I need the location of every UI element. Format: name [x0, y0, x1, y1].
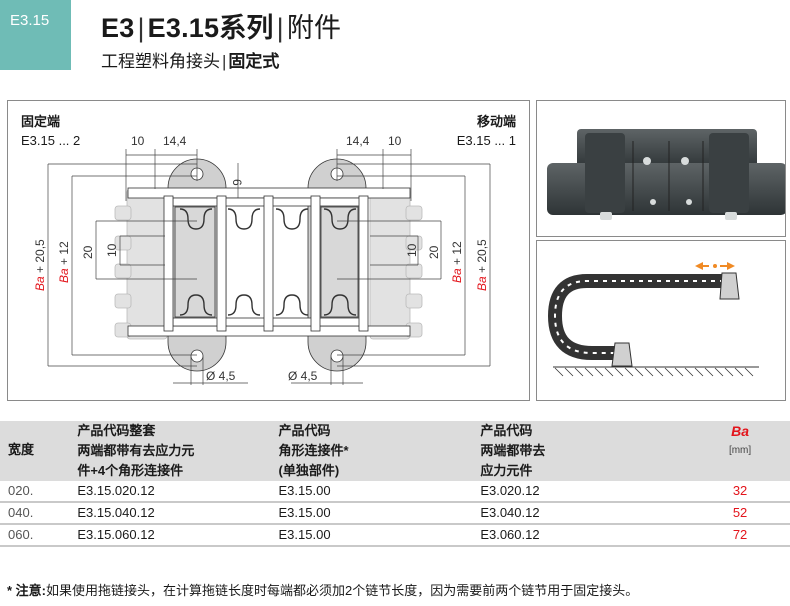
footnote-text: 如果使用拖链接头，在计算拖链长度时每端都必须加2个链节长度，因为需要前两个链节用… [46, 583, 639, 598]
header-connector: 产品代码 角形连接件* (单独部件) [278, 421, 481, 481]
cell-ba: 72 [690, 524, 790, 547]
inner-panels [174, 206, 359, 318]
moving-end-block [719, 272, 740, 300]
section-tab: E3.15 [0, 0, 71, 70]
side-plates [163, 195, 369, 332]
clamp-profiles [179, 208, 357, 316]
cell-width: 040. [0, 502, 78, 525]
header-line: 件+4个角形连接件 [77, 463, 184, 478]
title-category: 附件 [286, 13, 342, 43]
dim-10-right-v: 10 [405, 243, 419, 257]
subtitle-product: 工程塑料角接头 [101, 52, 220, 71]
moving-end-code: E3.15 ... 1 [456, 133, 516, 148]
chain-diagram [547, 262, 759, 377]
dim-14-4-left: 14,4 [163, 134, 187, 148]
fixed-end-code: E3.15 ... 2 [21, 133, 81, 148]
mounting-hole [190, 349, 204, 363]
header-ba-unit: [mm] [728, 445, 752, 456]
dim-hole-right: Ø 4,5 [288, 369, 318, 383]
dim-10-left: 10 [131, 134, 145, 148]
header-line: 角形连接件* [278, 443, 349, 458]
header-line: 两端都带去 [480, 443, 546, 458]
motion-arrow-icon [695, 262, 735, 270]
cell-width: 060. [0, 524, 78, 547]
cell-strain-relief: E3.060.12 [480, 524, 691, 547]
title-separator: | [276, 13, 284, 43]
cell-connector: E3.15.00 [278, 481, 481, 503]
subtitle-separator: | [222, 52, 227, 71]
product-table: 宽度 产品代码整套 两端都带有去应力元 件+4个角形连接件 产品代码 角形连接件… [0, 421, 790, 547]
dim-20-left: 20 [81, 245, 95, 259]
left-strain-relief [114, 188, 168, 340]
table-row: 060. E3.15.060.12 E3.15.00 E3.060.12 72 [0, 524, 790, 547]
dim-20-right: 20 [427, 245, 441, 259]
header-line: (单独部件) [278, 463, 340, 478]
title-separator: | [137, 13, 145, 43]
header-line: 应力元件 [480, 463, 533, 478]
page-title: E3|E3.15系列|附件 [101, 6, 341, 45]
header-line: 产品代码整套 [77, 423, 156, 438]
fixed-end-label: 固定端 [21, 114, 61, 129]
product-photo-panel [536, 100, 787, 237]
fixed-end-block [611, 342, 633, 367]
moving-end-label: 移动端 [476, 114, 516, 129]
dim-10-left-v: 10 [105, 243, 119, 257]
section-tab-label: E3.15 [10, 12, 50, 29]
dim-hole-left: Ø 4,5 [206, 369, 236, 383]
cell-full-set: E3.15.060.12 [77, 524, 279, 547]
header-full-set: 产品代码整套 两端都带有去应力元 件+4个角形连接件 [77, 421, 279, 481]
cell-strain-relief: E3.040.12 [480, 502, 691, 525]
footnote: * 注意:如果使用拖链接头，在计算拖链长度时每端都必须加2个链节长度，因为需要前… [7, 580, 638, 599]
title-series: E3 [101, 13, 135, 43]
dim-ba-20-5-left: Ba + 20,5 [33, 239, 47, 291]
header-line: 产品代码 [278, 423, 331, 438]
technical-drawing-panel: 固定端 E3.15 ... 2 移动端 E3.15 ... 1 [7, 100, 530, 401]
cell-full-set: E3.15.020.12 [77, 481, 279, 503]
table-row: 040. E3.15.040.12 E3.15.00 E3.040.12 52 [0, 502, 790, 525]
header-line: 两端都带有去应力元 [77, 443, 195, 458]
cell-connector: E3.15.00 [278, 502, 481, 525]
dim-ba-12-right: Ba + 12 [450, 241, 464, 283]
dim-10-right: 10 [388, 134, 402, 148]
cell-full-set: E3.15.040.12 [77, 502, 279, 525]
ground-hatch [554, 367, 754, 377]
connector-drawing: 10 14,4 14,4 10 6 20 10 10 20 Ø 4,5 Ø 4,… [33, 134, 491, 385]
dim-ba-12-left: Ba + 12 [57, 241, 71, 283]
cell-ba: 32 [690, 481, 790, 503]
table-row: 020. E3.15.020.12 E3.15.00 E3.020.12 32 [0, 481, 790, 503]
cell-connector: E3.15.00 [278, 524, 481, 547]
header-ba: Ba [mm] [690, 421, 790, 481]
header-ba-symbol: Ba [731, 423, 749, 439]
header-line: 产品代码 [480, 423, 533, 438]
header-width: 宽度 [0, 421, 78, 481]
cell-ba: 52 [690, 502, 790, 525]
product-photo [547, 129, 787, 220]
title-subseries: E3.15系列 [147, 13, 274, 43]
dim-6: 6 [230, 179, 244, 186]
dim-14-4-right: 14,4 [346, 134, 370, 148]
chain-application-panel [536, 240, 786, 401]
header-strain-relief: 产品代码 两端都带去 应力元件 [480, 421, 691, 481]
mounting-hole [330, 349, 344, 363]
cell-strain-relief: E3.020.12 [480, 481, 691, 503]
dimension-lines [47, 149, 491, 385]
page-subtitle: 工程塑料角接头|固定式 [101, 47, 279, 72]
footnote-prefix: * 注意: [7, 583, 47, 598]
right-strain-relief [369, 188, 423, 340]
drag-chain [547, 274, 724, 360]
cell-width: 020. [0, 481, 78, 503]
subtitle-type: 固定式 [228, 52, 280, 71]
table-header-row: 宽度 产品代码整套 两端都带有去应力元 件+4个角形连接件 产品代码 角形连接件… [0, 421, 790, 481]
dim-ba-20-5-right: Ba + 20,5 [475, 239, 489, 291]
